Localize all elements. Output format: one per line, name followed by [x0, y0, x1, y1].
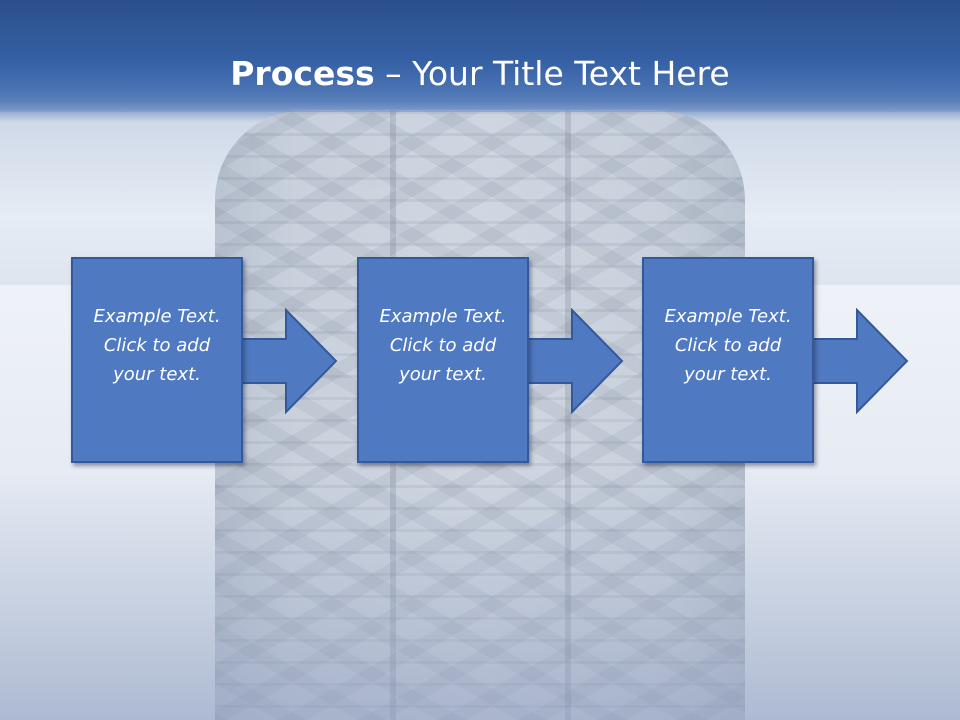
road-reflection	[0, 470, 960, 720]
step-text: Example Text. Click to add your text.	[379, 305, 507, 385]
process-step-box[interactable]: Example Text. Click to add your text.	[71, 257, 243, 463]
process-step-box[interactable]: Example Text. Click to add your text.	[357, 257, 529, 463]
arrow-right-icon	[239, 308, 338, 414]
tire-groove	[565, 110, 571, 720]
slide-title[interactable]: Process – Your Title Text Here	[0, 54, 960, 94]
title-bar: Process – Your Title Text Here	[0, 0, 960, 112]
step-text: Example Text. Click to add your text.	[664, 305, 792, 385]
title-bold: Process	[230, 54, 375, 93]
arrow-right-icon	[525, 308, 624, 414]
title-rest: – Your Title Text Here	[374, 54, 730, 93]
arrow-right-icon	[810, 308, 909, 414]
process-step-box[interactable]: Example Text. Click to add your text.	[642, 257, 814, 463]
step-text: Example Text. Click to add your text.	[93, 305, 221, 385]
